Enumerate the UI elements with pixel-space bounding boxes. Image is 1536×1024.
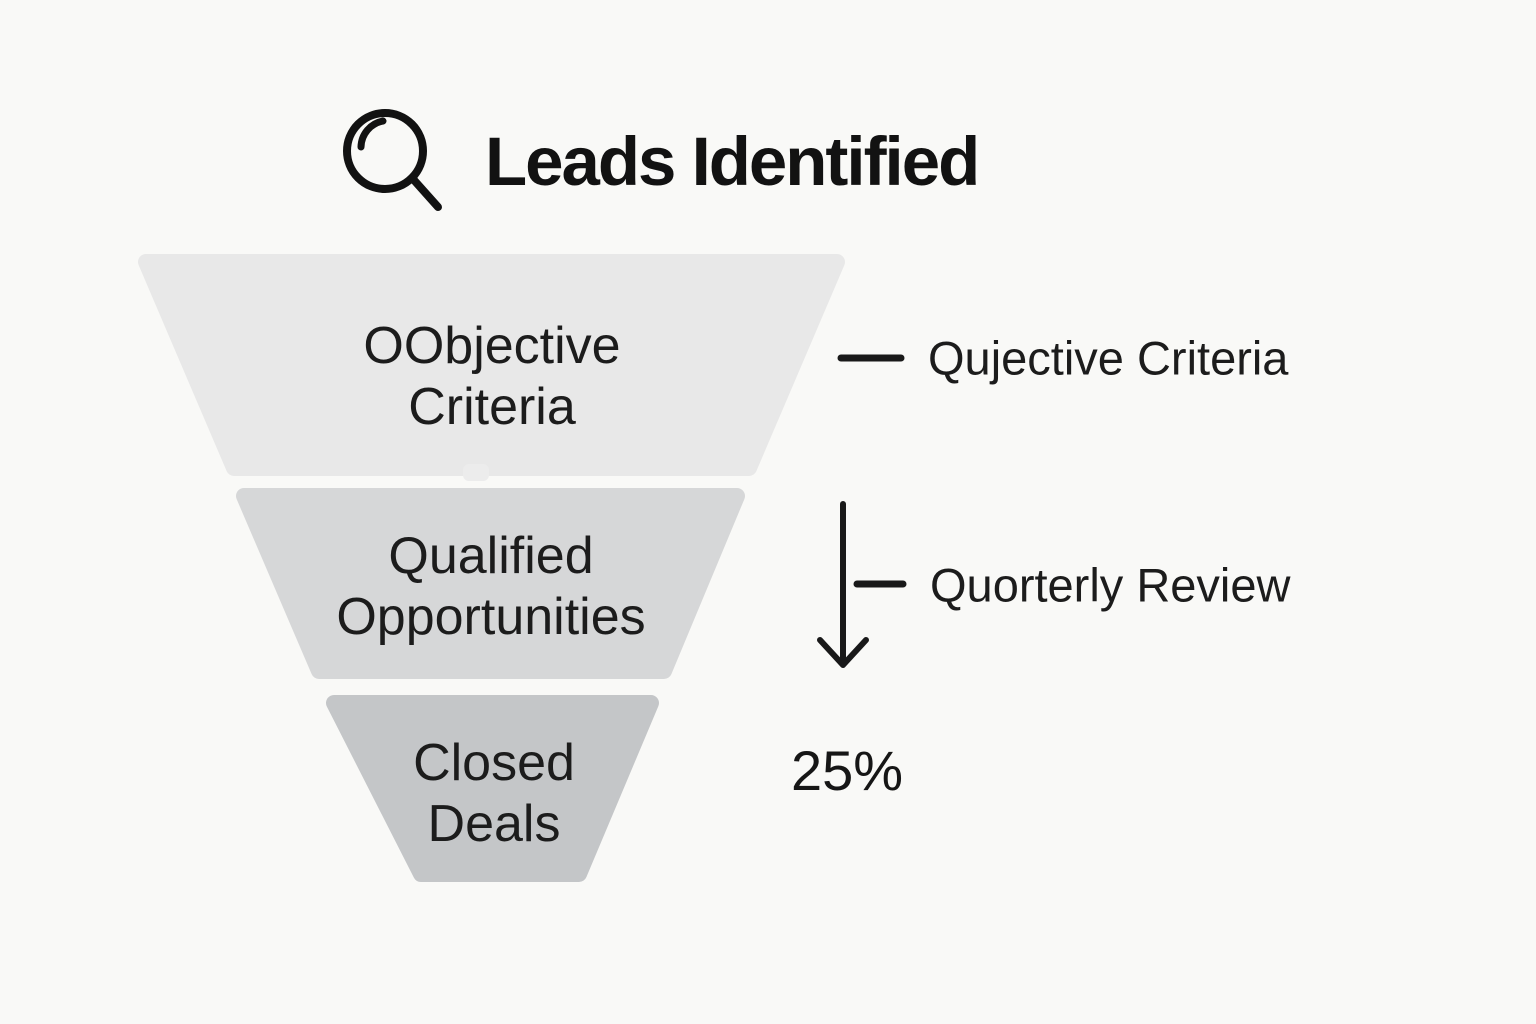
- funnel-stage-2-label-line-1: Qualified: [388, 527, 594, 586]
- header: Leads Identified: [337, 103, 980, 213]
- conversion-rate-value: 25%: [791, 739, 904, 802]
- stage-2-annotation: Quorterly Review: [930, 558, 1291, 612]
- page-title: Leads Identified: [485, 122, 980, 200]
- funnel-stage-1-outline: [138, 254, 845, 476]
- funnel-stage-1-label-line-1: OObjective: [363, 317, 621, 376]
- stage-1-annotation: Qujective Criteria: [928, 331, 1289, 385]
- down-arrow-head-icon: [817, 637, 869, 668]
- funnel-stage-2-label: Qualified Opportunities: [336, 526, 645, 648]
- funnel-connector-tab: [463, 464, 489, 481]
- funnel-stage-1-label: OObjective Criteria: [363, 316, 620, 438]
- magnifier-icon: [337, 103, 447, 213]
- funnel-stage-2-outline: [236, 488, 745, 679]
- funnel-stage-2-label-line-2: Opportunities: [336, 588, 646, 646]
- funnel-stage-3-label: Closed Deals: [413, 733, 575, 855]
- funnel-stage-3-label-line-2: Deals: [427, 795, 561, 853]
- funnel-stage-1-shape: [146, 262, 837, 468]
- funnel-stage-1-label-line-2: Criteria: [408, 378, 576, 436]
- funnel-stage-3-shape: [334, 703, 651, 874]
- funnel-stage-2-shape: [244, 496, 737, 671]
- funnel-stage-3-outline: [326, 695, 659, 882]
- funnel-stage-3-label-line-1: Closed: [413, 734, 575, 793]
